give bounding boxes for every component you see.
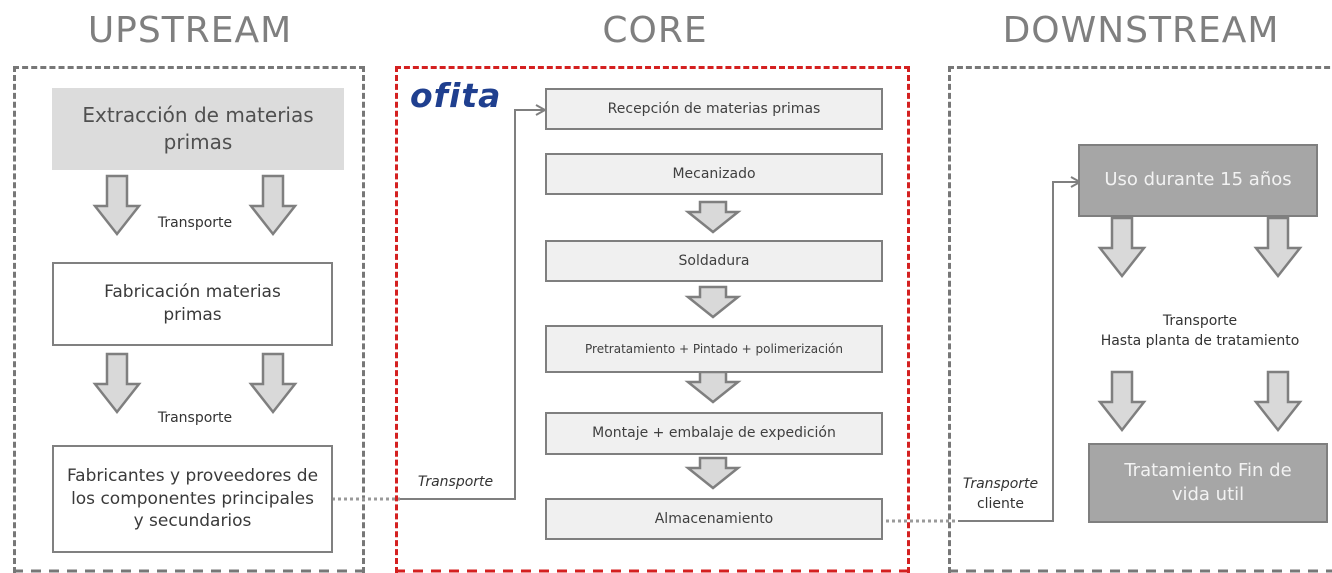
core-step-montaje-label: Montaje + embalaje de expedición (592, 425, 836, 442)
box-tratamiento: Tratamiento Fin de vida util (1088, 443, 1328, 523)
downstream-title: DOWNSTREAM (1002, 10, 1280, 51)
box-fabricantes: Fabricantes y proveedores de los compone… (52, 445, 333, 553)
box-extraccion: Extracción de materias primas (52, 88, 344, 170)
transport-connector-core (400, 110, 545, 500)
ofita-logo: ofita (410, 76, 502, 115)
core-arrow-2 (686, 285, 740, 319)
box-fabricacion-label: Fabricación materias primas (104, 282, 281, 325)
core-step-pretratamiento: Pretratamiento + Pintado + polimerizació… (545, 325, 883, 373)
box-uso-label: Uso durante 15 años (1104, 169, 1292, 191)
downstream-transport-in-1: Transporte (962, 476, 1039, 492)
downstream-frame (948, 66, 1332, 573)
core-step-pretratamiento-label: Pretratamiento + Pintado + polimerizació… (585, 341, 843, 356)
core-arrow-3 (686, 370, 740, 404)
upstream-arrow-1b (249, 174, 297, 236)
core-step-recepcion-label: Recepción de materias primas (607, 100, 821, 117)
box-tratamiento-label: Tratamiento Fin de vida util (1124, 459, 1292, 505)
core-frame (395, 66, 910, 573)
core-step-mecanizado-label: Mecanizado (672, 165, 756, 182)
downstream-arrow-1b (1254, 216, 1302, 278)
box-fabricantes-label: Fabricantes y proveedores de los compone… (66, 465, 319, 532)
transport-connector-downstream (958, 182, 1080, 522)
core-arrow-4 (686, 456, 740, 490)
box-uso: Uso durante 15 años (1078, 144, 1318, 217)
downstream-arrow-2b (1254, 370, 1302, 432)
box-fabricacion: Fabricación materias primas (52, 262, 333, 346)
upstream-transport-2: Transporte (157, 410, 233, 426)
downstream-transport-in-2: cliente (976, 496, 1025, 512)
upstream-arrow-2a (93, 352, 141, 414)
downstream-transport-1: Transporte (1162, 313, 1238, 329)
core-step-almacenamiento-label: Almacenamiento (654, 510, 774, 527)
core-step-soldadura-label: Soldadura (678, 252, 750, 269)
upstream-frame (13, 66, 365, 573)
core-title: CORE (602, 10, 708, 51)
core-step-soldadura: Soldadura (545, 240, 883, 282)
core-transport-in: Transporte (417, 474, 494, 490)
box-extraccion-label: Extracción de materias primas (82, 103, 314, 154)
upstream-transport-1: Transporte (157, 215, 233, 231)
core-step-almacenamiento: Almacenamiento (545, 498, 883, 540)
downstream-transport-2: Hasta planta de tratamiento (1100, 333, 1300, 349)
core-arrow-1 (686, 200, 740, 234)
upstream-arrow-1a (93, 174, 141, 236)
downstream-arrow-1a (1098, 216, 1146, 278)
upstream-title: UPSTREAM (87, 10, 293, 51)
core-step-mecanizado: Mecanizado (545, 153, 883, 195)
core-step-montaje: Montaje + embalaje de expedición (545, 412, 883, 455)
upstream-arrow-2b (249, 352, 297, 414)
downstream-arrow-2a (1098, 370, 1146, 432)
core-step-recepcion: Recepción de materias primas (545, 88, 883, 130)
